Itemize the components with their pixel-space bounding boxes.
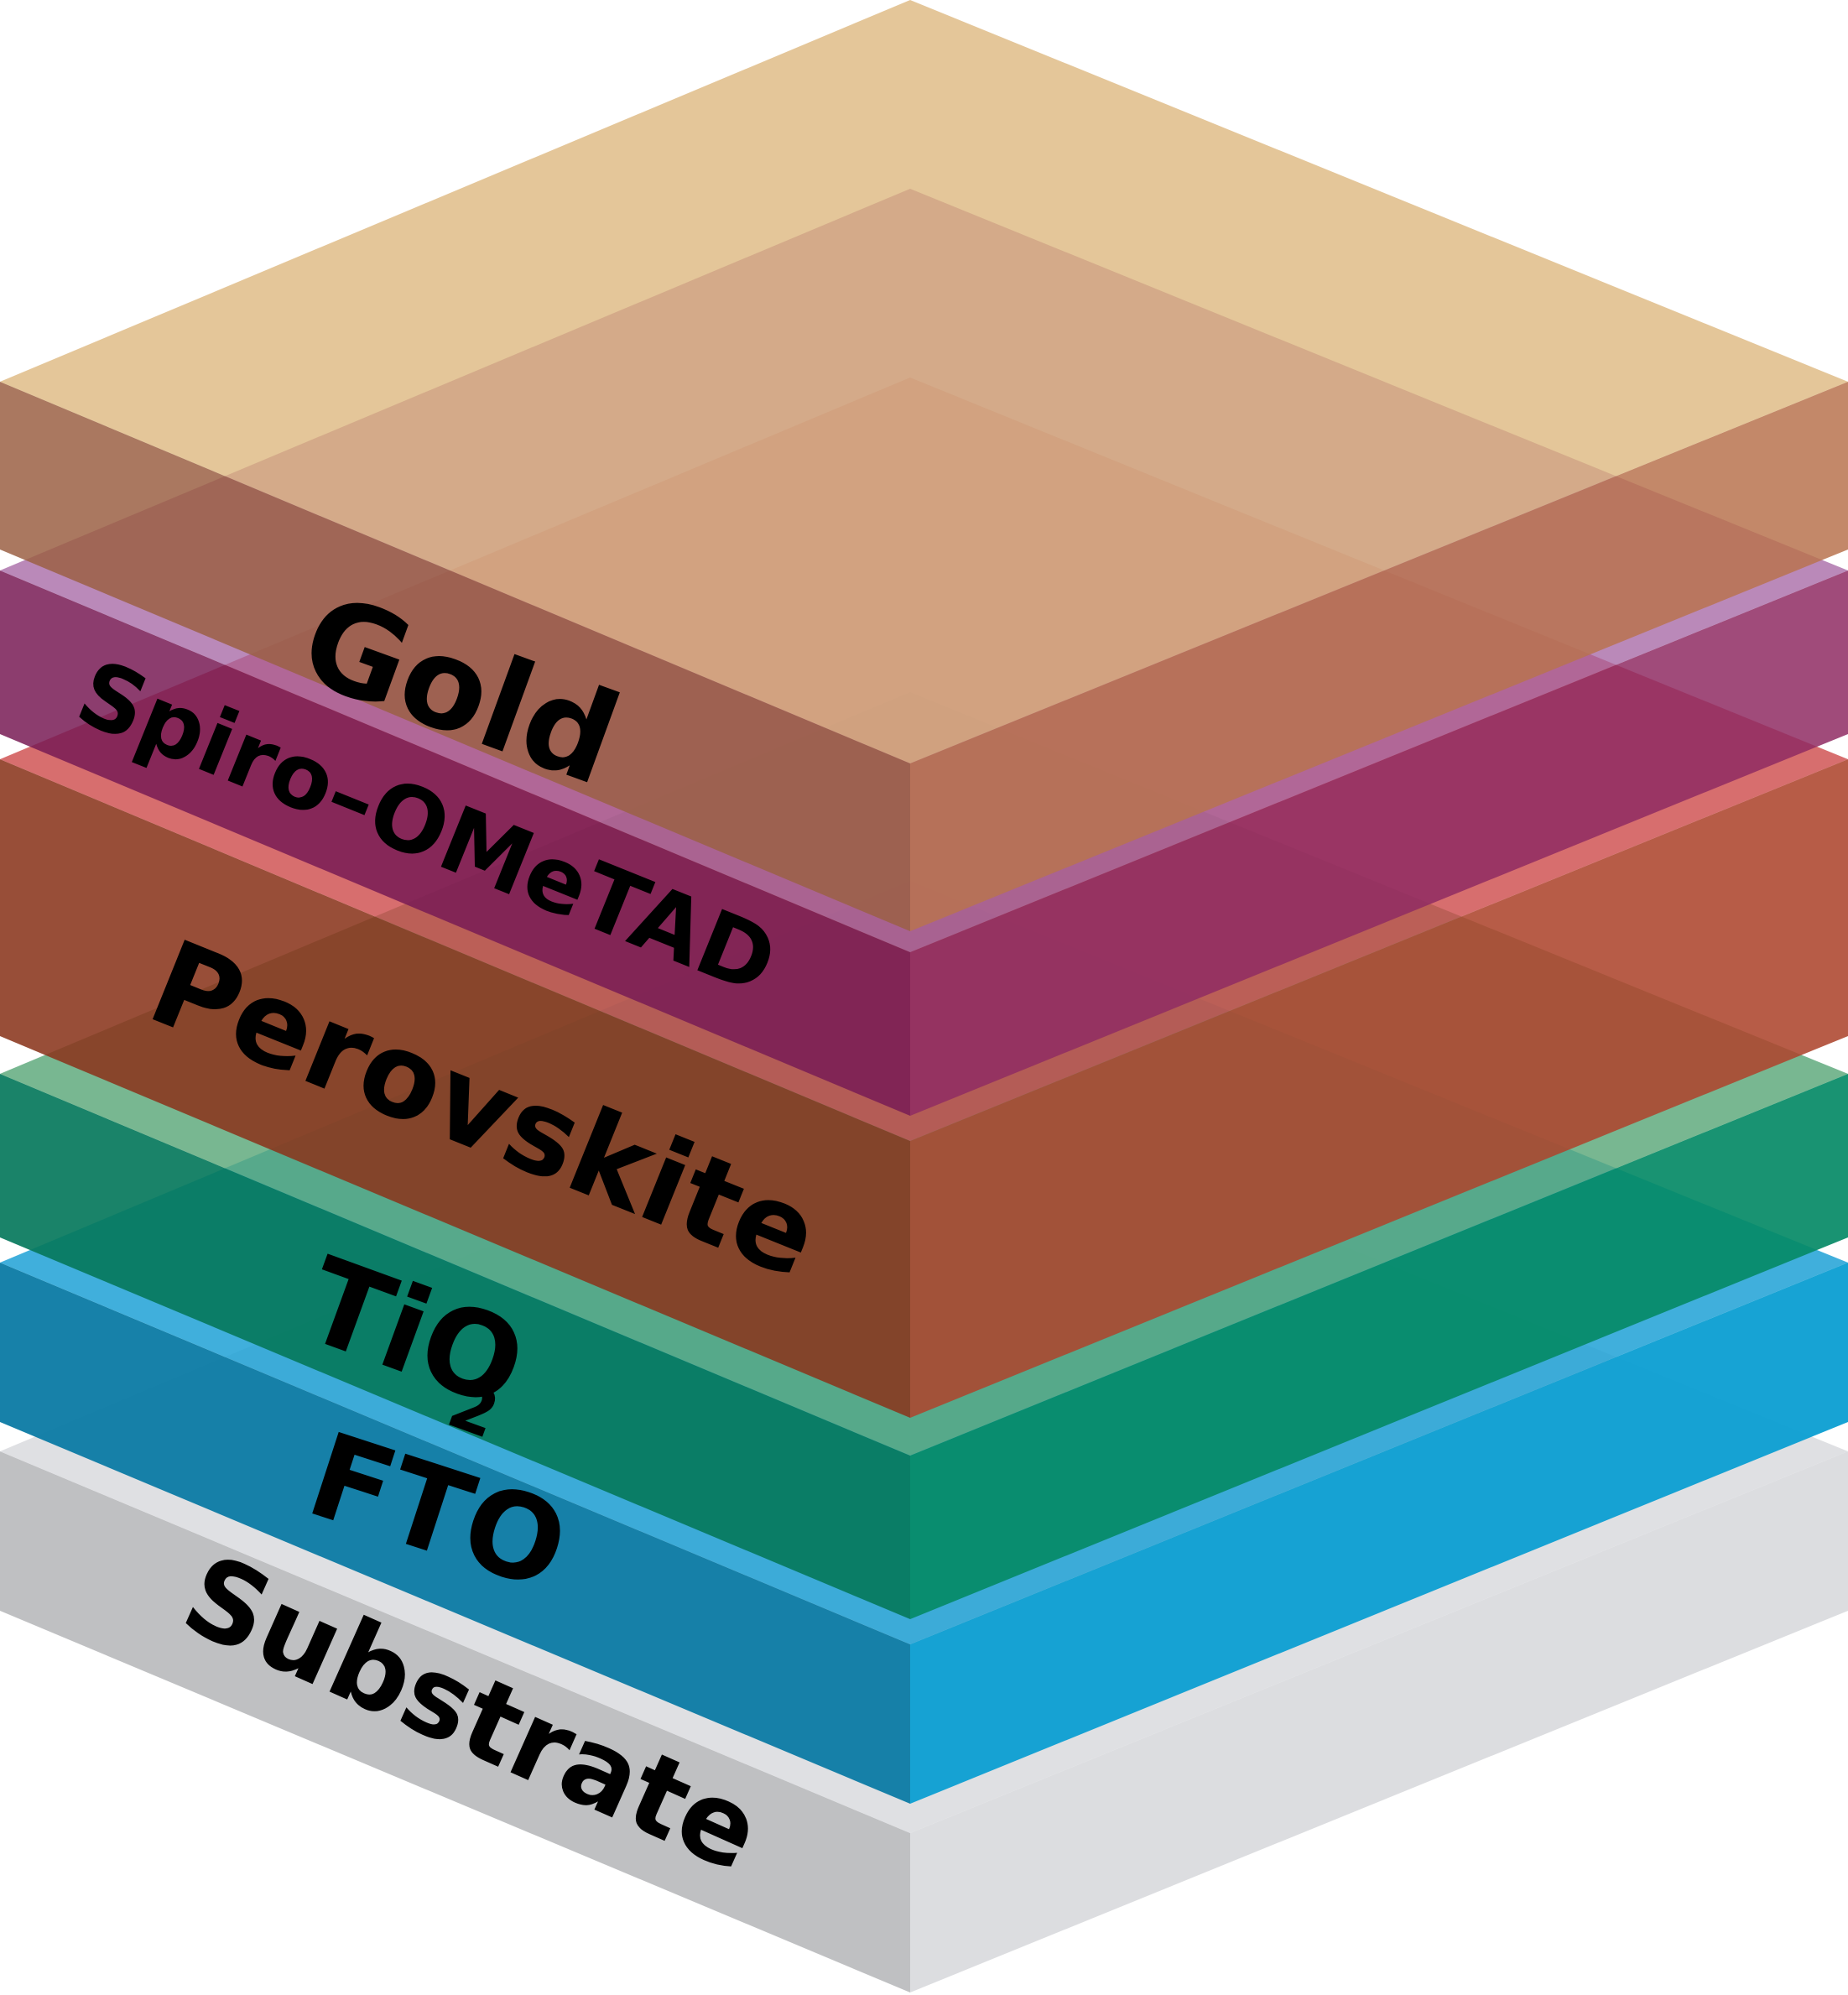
fto-left-face: [0, 1263, 910, 1804]
gold-right-face: [910, 382, 1848, 931]
spiro-left-face: [0, 570, 910, 1116]
perovskite-left-face: [0, 759, 910, 1418]
substrate-right-face: [910, 1451, 1848, 1992]
perovskite-right-face: [910, 759, 1848, 1418]
substrate-left-face: [0, 1451, 910, 1992]
tio2-right-face: [910, 1074, 1848, 1619]
tio2-left-face: [0, 1074, 910, 1619]
gold-left-face: [0, 382, 910, 931]
gold-top-face: [0, 0, 1848, 763]
fto-right-face: [910, 1263, 1848, 1804]
spiro-right-face: [910, 570, 1848, 1116]
